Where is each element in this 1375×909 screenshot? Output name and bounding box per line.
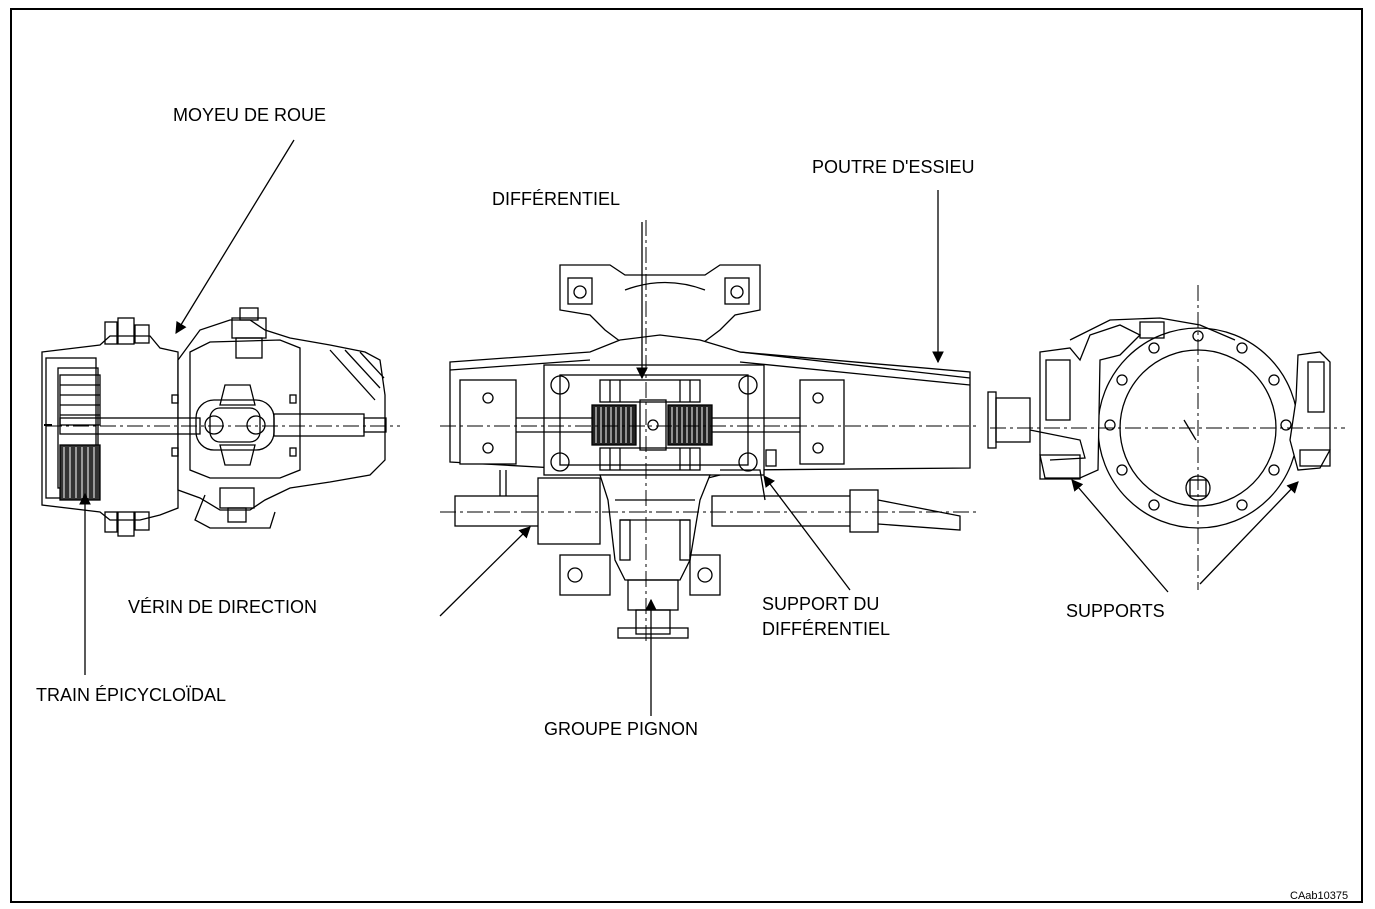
leader-lines [79, 139, 1299, 716]
leader-verin [439, 526, 531, 617]
wheel-hub-assembly [41, 307, 387, 537]
figure-reference-code: CAab10375 [1290, 890, 1349, 902]
label-support-differentiel-line2: DIFFÉRENTIEL [762, 619, 891, 639]
label-verin-direction: VÉRIN DE DIRECTION [128, 597, 318, 617]
centerlines [46, 220, 1345, 645]
label-supports: SUPPORTS [1066, 601, 1165, 621]
leader-support-diff [763, 475, 851, 591]
axle-center-assembly [449, 264, 971, 639]
label-moyeu-de-roue: MOYEU DE ROUE [173, 105, 327, 125]
label-differentiel: DIFFÉRENTIEL [492, 189, 621, 209]
label-train-epicycloidal: TRAIN ÉPICYCLOÏDAL [36, 685, 227, 705]
label-poutre-essieu: POUTRE D'ESSIEU [812, 157, 975, 177]
axle-end-view [987, 317, 1331, 529]
leader-supports-left [1071, 479, 1169, 593]
label-support-differentiel-line1: SUPPORT DU [762, 594, 880, 614]
leader-moyeu [175, 139, 295, 334]
leader-supports-right [1199, 481, 1299, 585]
label-groupe-pignon: GROUPE PIGNON [544, 719, 699, 739]
